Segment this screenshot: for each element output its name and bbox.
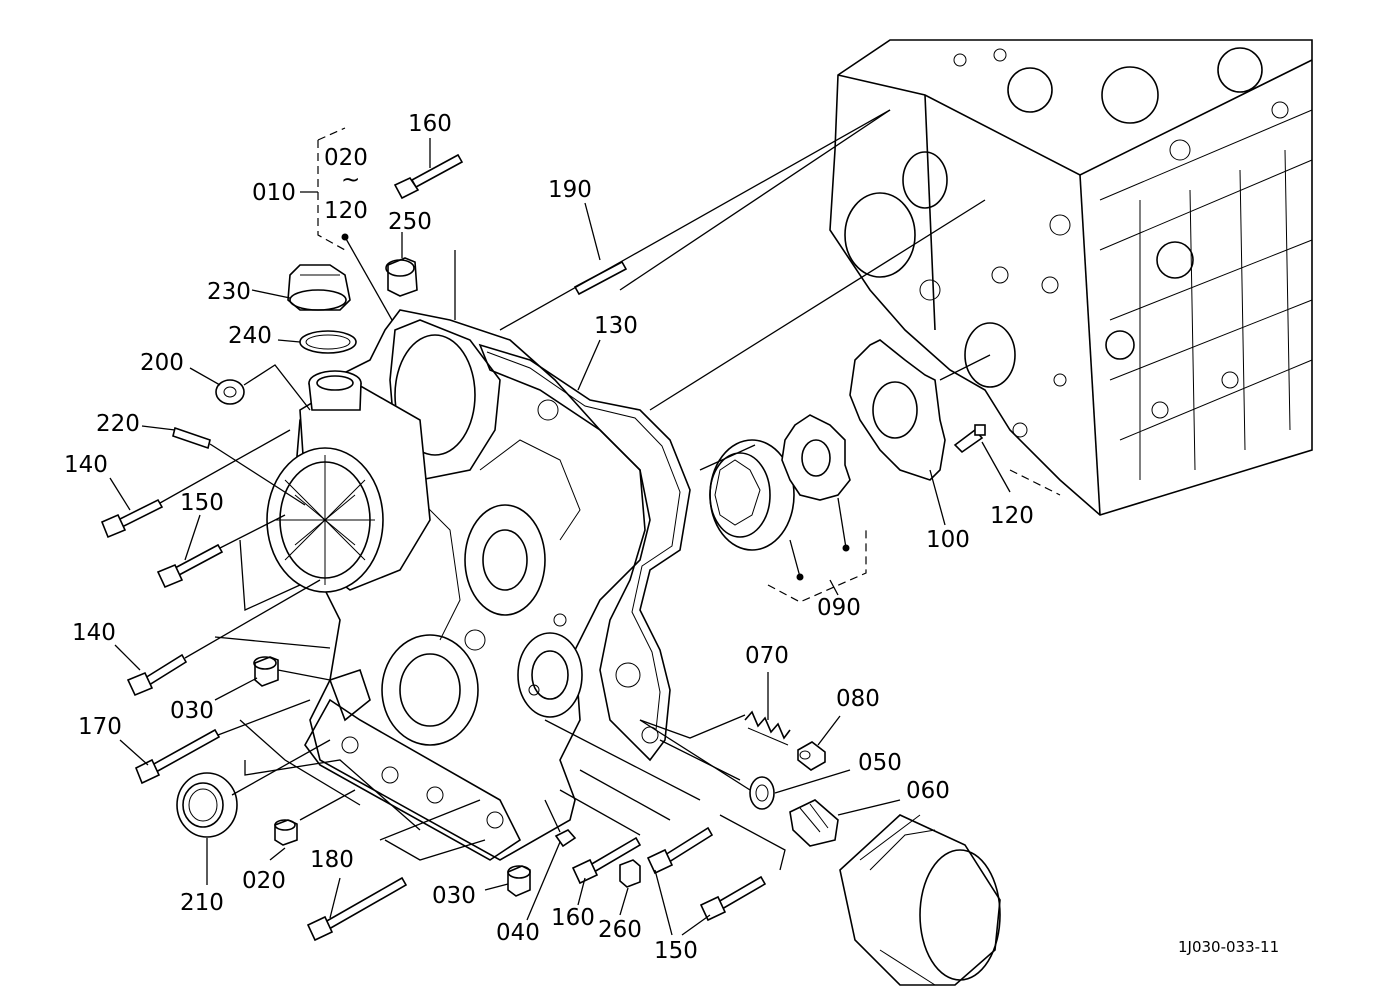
callout-240: 240	[228, 323, 272, 349]
oil-filter-cartridge	[839, 814, 1001, 986]
callout-170: 170	[78, 714, 122, 740]
figure-number: 1J030-033-11	[1178, 938, 1279, 956]
oil-pump-outer-rotor	[709, 439, 795, 551]
callout-060: 060	[906, 778, 950, 804]
relief-valve-080	[797, 741, 826, 771]
bolt-150-b1	[646, 826, 714, 875]
callout-220: 220	[96, 411, 140, 437]
plug-250	[385, 257, 418, 297]
callout-080: 080	[836, 686, 880, 712]
o-ring	[299, 330, 357, 354]
callout-160-b: 160	[551, 905, 595, 931]
oil-pump-cover-plate	[849, 339, 946, 481]
plug-020	[274, 819, 298, 846]
callout-250: 250	[388, 209, 432, 235]
bolt-180	[306, 876, 408, 942]
callout-100: 100	[926, 527, 970, 553]
washer-050	[749, 776, 775, 810]
callout-260: 260	[598, 917, 642, 943]
callout-200: 200	[140, 350, 184, 376]
callout-150-b: 150	[654, 938, 698, 964]
callout-labels: 010 020 ~ 120 160 250 190 230 240 200 22…	[64, 111, 1279, 964]
callout-210: 210	[180, 890, 224, 916]
plug-030-b	[507, 865, 531, 897]
oil-seal-210	[176, 772, 238, 838]
water-pump-fan	[266, 370, 431, 593]
callout-180: 180	[310, 847, 354, 873]
callout-010: 010	[252, 180, 296, 206]
oil-pump-inner-rotor	[781, 414, 851, 501]
callout-230: 230	[207, 279, 251, 305]
callout-130: 130	[594, 313, 638, 339]
bolt-160-b	[571, 836, 642, 885]
callout-090: 090	[817, 595, 861, 621]
callout-030-b: 030	[432, 883, 476, 909]
plug-260	[619, 859, 641, 888]
callout-070: 070	[745, 643, 789, 669]
callout-050: 050	[858, 750, 902, 776]
bolt-140-a	[100, 498, 164, 539]
callout-020-top: 020	[324, 145, 368, 171]
bolt-150-b2	[699, 875, 767, 922]
bolt-150-a	[156, 543, 224, 589]
oil-filter-bracket	[517, 632, 583, 718]
group-dots	[341, 233, 850, 581]
stud-190	[573, 260, 628, 296]
bolt-140-b	[126, 653, 188, 697]
plug-040	[554, 829, 577, 848]
engine-block	[829, 39, 1313, 516]
bolt-170	[134, 728, 221, 785]
relief-spring-070	[744, 710, 791, 746]
oil-filler-cap	[287, 264, 351, 311]
plug-030-a	[253, 656, 279, 687]
stud-220	[172, 426, 211, 450]
callout-tilde: ~	[341, 167, 360, 193]
union-060	[789, 799, 839, 847]
callout-160-top: 160	[408, 111, 452, 137]
callout-120-b: 120	[990, 503, 1034, 529]
leader-lines	[109, 109, 1011, 936]
oil-pump-screw-120	[953, 424, 986, 454]
nut-200	[215, 379, 245, 405]
gear-case-gasket	[478, 343, 691, 762]
callout-140-b: 140	[72, 620, 116, 646]
callout-020-b: 020	[242, 868, 286, 894]
callout-190: 190	[548, 177, 592, 203]
callout-040: 040	[496, 920, 540, 946]
callout-120-top: 120	[324, 198, 368, 224]
callout-140-a: 140	[64, 452, 108, 478]
callout-150-a: 150	[180, 490, 224, 516]
bolt-160-top	[393, 153, 464, 200]
callout-030-a: 030	[170, 698, 214, 724]
